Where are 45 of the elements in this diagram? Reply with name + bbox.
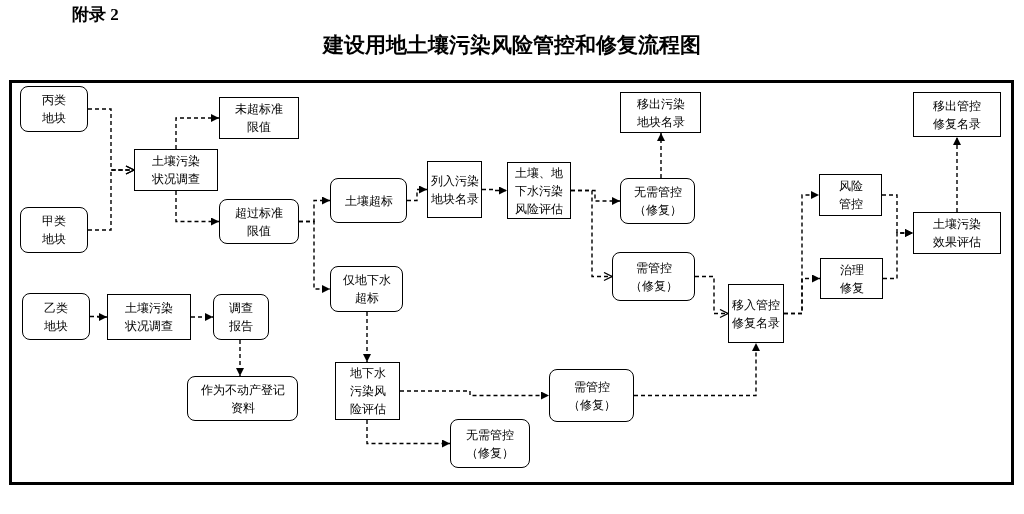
rounded-process-box: 甲类地块: [20, 207, 88, 253]
dashed-arrow: [87, 165, 135, 231]
process-box: 土壤污染效果评估: [913, 212, 1001, 254]
dashed-arrow: [570, 189, 613, 282]
dashed-arrow: [363, 311, 371, 363]
process-box: 移出污染地块名录: [620, 92, 701, 133]
rounded-process-box: 需管控（修复）: [549, 369, 634, 422]
process-box: 地下水污染风险评估: [335, 362, 400, 420]
rounded-process-box: 超过标准限值: [219, 199, 299, 244]
dashed-arrow: [298, 220, 331, 293]
process-box: 移入管控修复名录: [728, 284, 784, 343]
rounded-process-box: 土壤超标: [330, 178, 407, 223]
dashed-arrow: [190, 313, 214, 321]
process-box: 土壤污染状况调查: [107, 294, 191, 340]
rounded-process-box: 无需管控（修复）: [620, 178, 695, 224]
rounded-process-box: 需管控（修复）: [612, 252, 695, 301]
dashed-arrow: [175, 114, 220, 150]
rounded-process-box: 无需管控（修复）: [450, 419, 530, 468]
dashed-arrow: [481, 186, 508, 195]
process-box: 未超标准限值: [219, 97, 299, 139]
dashed-arrow: [366, 419, 451, 448]
dashed-arrow: [694, 275, 729, 319]
dashed-arrow: [406, 185, 428, 202]
rounded-process-box: 作为不动产登记资料: [187, 376, 298, 421]
dashed-arrow: [236, 339, 244, 377]
appendix-label: 附录 2: [72, 4, 119, 26]
dashed-arrow: [953, 136, 961, 213]
dashed-arrow: [399, 390, 550, 400]
dashed-arrow: [633, 342, 760, 397]
process-box: 治理修复: [820, 258, 883, 299]
rounded-process-box: 仅地下水超标: [330, 266, 403, 312]
process-box: 移出管控修复名录: [913, 92, 1001, 137]
process-box: 土壤、地下水污染风险评估: [507, 162, 571, 219]
dashed-arrow: [882, 229, 914, 280]
process-box: 列入污染地块名录: [427, 161, 482, 218]
dashed-arrow: [657, 132, 665, 179]
process-box: 风险管控: [819, 174, 882, 216]
dashed-arrow: [89, 313, 108, 321]
rounded-process-box: 调查报告: [213, 294, 269, 340]
rounded-process-box: 丙类地块: [20, 86, 88, 132]
dashed-arrow: [783, 274, 821, 315]
process-box: 土壤污染状况调查: [134, 149, 218, 191]
dashed-arrow: [175, 190, 220, 226]
diagram-title: 建设用地土壤污染风险管控和修复流程图: [321, 32, 702, 59]
rounded-process-box: 乙类地块: [22, 293, 90, 340]
